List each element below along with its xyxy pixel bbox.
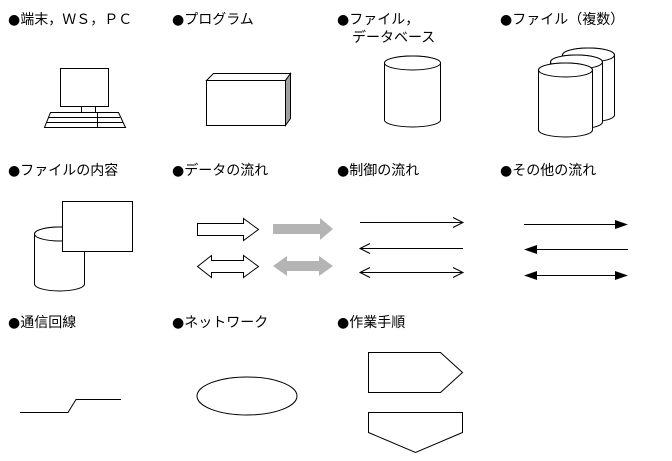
thin-left-arrow — [358, 243, 463, 254]
label-file-contents: ●ファイルの内容 — [8, 162, 118, 179]
label-work-procedure: ●作業手順 — [337, 315, 405, 331]
label-other-flow: ●その他の流れ — [500, 163, 596, 179]
data-flow-icons — [196, 217, 333, 279]
procedure-right-pentagon — [368, 352, 464, 393]
thin-double-arrow — [358, 267, 465, 278]
file-contents-icon — [34, 201, 133, 292]
label-file-database-line2: データベース — [352, 29, 435, 46]
pc-keyboard — [43, 112, 127, 128]
gray-double-arrow — [273, 256, 333, 276]
label-control-flow: ●制御の流れ — [337, 163, 419, 179]
multiple-files-icon — [538, 47, 615, 138]
label-data-flow: ●データの流れ — [172, 162, 268, 179]
program-box-front — [206, 80, 286, 126]
pc-stand — [81, 106, 96, 113]
label-terminal-ws-pc: ●端末，ＷＳ，ＰＣ — [8, 12, 132, 28]
hollow-double-arrow — [196, 254, 260, 279]
program-box-top — [205, 73, 292, 81]
network-ellipse — [196, 376, 298, 416]
contents-sheet — [62, 201, 133, 252]
gray-right-arrow — [273, 218, 333, 240]
pc-icon — [43, 68, 127, 128]
procedure-down-pentagon — [368, 412, 463, 454]
cylinder-top-front — [538, 62, 593, 78]
label-multiple-files: ●ファイル（複数） — [500, 11, 624, 28]
label-communication-line: ●通信回線 — [8, 315, 76, 331]
pc-monitor — [60, 68, 109, 107]
control-flow-icons — [358, 217, 465, 278]
solid-right-arrow — [524, 220, 628, 229]
hollow-right-arrow — [197, 217, 260, 242]
label-network: ●ネットワーク — [172, 315, 268, 331]
program-box-side — [285, 71, 291, 128]
label-program: ●プログラム — [172, 12, 254, 28]
cylinder-top — [384, 55, 441, 71]
database-cylinder-icon — [384, 55, 441, 128]
solid-left-arrow — [524, 245, 628, 254]
solid-double-arrow — [524, 271, 628, 280]
thin-right-arrow — [360, 217, 465, 228]
program-box-icon — [205, 71, 292, 128]
label-file-database: ●ファイル， — [337, 12, 419, 28]
communication-line-zigzag — [20, 399, 121, 413]
other-flow-icons — [524, 220, 628, 280]
